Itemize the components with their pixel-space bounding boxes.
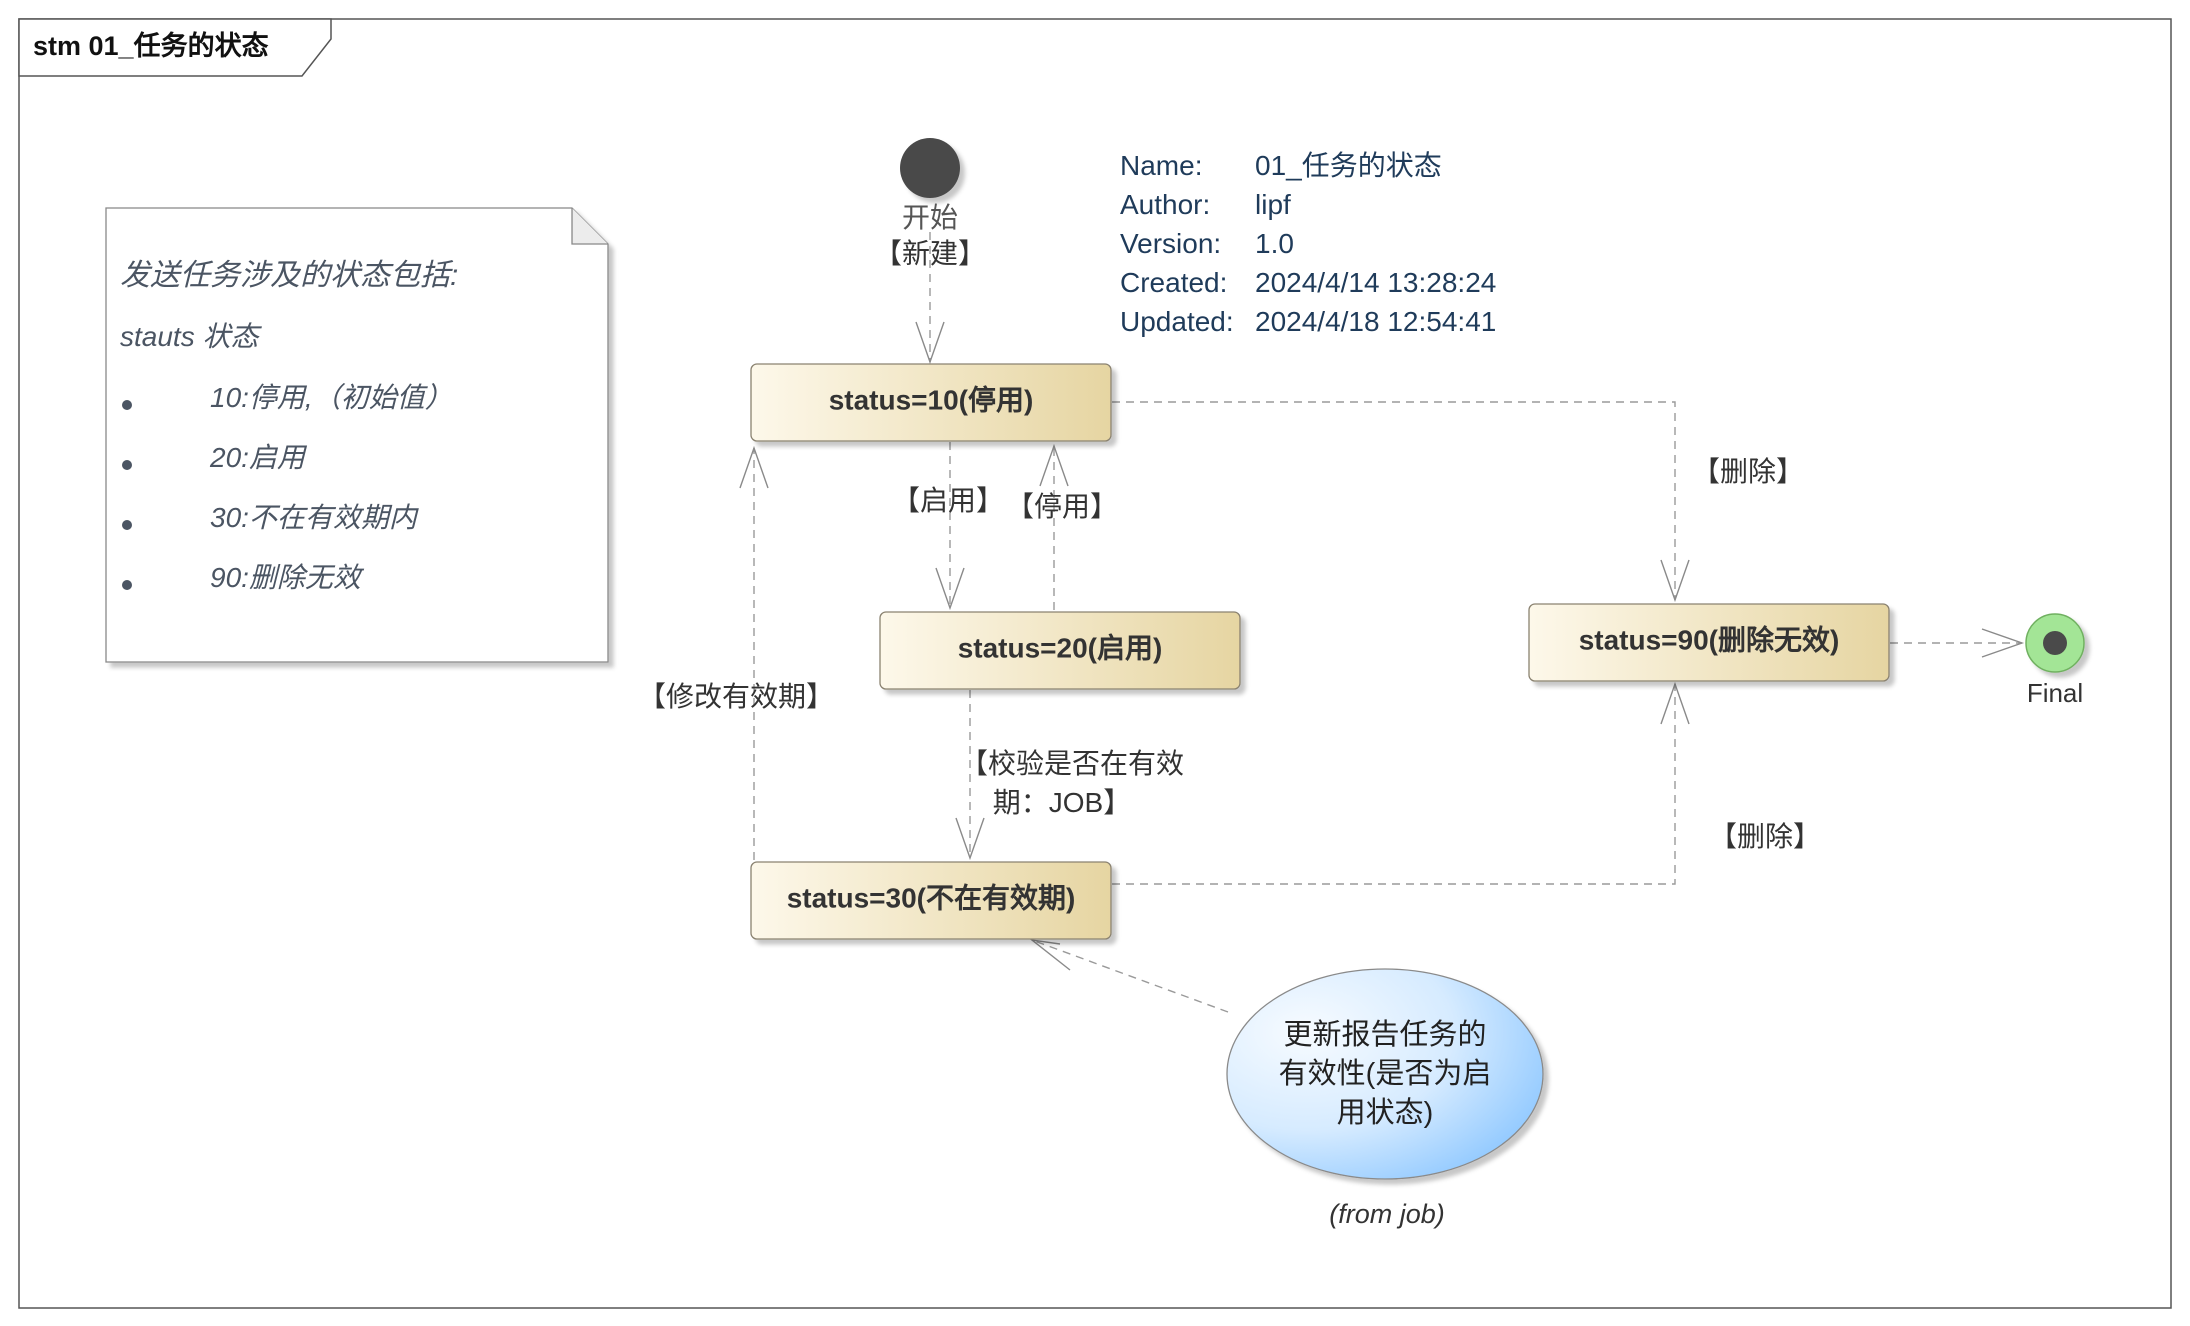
usecase-line-2: 有效性(是否为启 [1279, 1057, 1492, 1090]
arrowhead [955, 817, 985, 861]
usecase-source: (from job) [1329, 1199, 1445, 1229]
state-status-10[interactable]: status=10(停用) [750, 363, 1112, 442]
arrowhead [1981, 628, 2025, 658]
final-node-core [2043, 631, 2067, 655]
arrowheads [739, 321, 2025, 971]
initial-node[interactable] [900, 138, 960, 198]
label-check-2: 期：JOB】 [993, 787, 1131, 818]
usecase-line-1: 更新报告任务的 [1283, 1018, 1486, 1051]
note-bullet [122, 580, 132, 590]
state-status-20[interactable]: status=20(启用) [879, 611, 1241, 690]
state-status-90-label: status=90(删除无效) [1579, 623, 1840, 655]
state-status-30-label: status=30(不在有效期) [787, 882, 1076, 913]
info-value-created: 2024/4/14 13:28:24 [1255, 267, 1496, 298]
note-subheading: stauts 状态 [120, 321, 262, 352]
note-item: 10:停用,（初始值） [210, 382, 453, 413]
note-bullet [122, 520, 132, 530]
note-item: 30:不在有效期内 [210, 502, 419, 533]
note-item: 90:删除无效 [210, 562, 365, 593]
info-key-created: Created: [1120, 267, 1227, 298]
info-key-updated: Updated: [1120, 306, 1234, 337]
arrowhead [1660, 559, 1690, 603]
note-heading: 发送任务涉及的状态包括: [120, 259, 458, 292]
note-item: 20:启用 [209, 442, 308, 473]
label-delete-30: 【删除】 [1709, 821, 1821, 852]
info-value-version: 1.0 [1255, 228, 1294, 259]
label-enable: 【启用】 [892, 485, 1004, 516]
info-value-updated: 2024/4/18 12:54:41 [1255, 306, 1496, 337]
note-list: 10:停用,（初始值） 20:启用 30:不在有效期内 90:删除无效 [122, 382, 453, 593]
state-status-20-label: status=20(启用) [958, 632, 1163, 663]
diagram-info: Name: 01_任务的状态 Author: lipf Version: 1.0… [1120, 150, 1496, 337]
arrowhead [915, 321, 945, 365]
state-status-90[interactable]: status=90(删除无效) [1528, 603, 1890, 682]
info-key-author: Author: [1120, 189, 1210, 220]
status-note [105, 207, 609, 663]
arrowhead [935, 567, 965, 611]
label-disable: 【停用】 [1006, 491, 1118, 522]
transition-labels: 【新建】 【启用】 【停用】 【删除】 【修改有效期】 【校验是否在有效 期：J… [638, 238, 1821, 852]
info-value-name: 01_任务的状态 [1255, 150, 1442, 181]
label-create: 【新建】 [874, 238, 986, 269]
transition-delete-10-line [1112, 401, 1676, 600]
state-status-10-label: status=10(停用) [829, 383, 1034, 415]
final-node[interactable] [2025, 613, 2085, 673]
frame-title: stm 01_任务的状态 [33, 30, 269, 61]
arrowhead [1029, 938, 1071, 971]
label-check-1: 【校验是否在有效 [960, 748, 1184, 779]
state-status-30[interactable]: status=30(不在有效期) [750, 861, 1112, 940]
usecase-update-validity[interactable]: 更新报告任务的 有效性(是否为启 用状态) [1226, 968, 1544, 1180]
transition-delete-30-line [1112, 684, 1676, 885]
info-key-version: Version: [1120, 228, 1221, 259]
initial-node-label: 开始 [902, 202, 958, 233]
note-bullet [122, 400, 132, 410]
arrowhead [739, 445, 769, 489]
arrowhead [1039, 443, 1069, 487]
initial-node-circle[interactable] [900, 138, 960, 198]
info-value-author: lipf [1255, 189, 1291, 220]
usecase-link-line [1031, 939, 1229, 1013]
final-node-label: Final [2027, 678, 2083, 708]
label-delete-10: 【删除】 [1692, 456, 1804, 487]
usecase-line-3: 用状态) [1337, 1096, 1434, 1129]
note-bullet [122, 460, 132, 470]
info-key-name: Name: [1120, 150, 1202, 181]
arrowhead [1660, 681, 1690, 725]
label-modify-period: 【修改有效期】 [638, 681, 834, 712]
transitions [753, 232, 2022, 1013]
